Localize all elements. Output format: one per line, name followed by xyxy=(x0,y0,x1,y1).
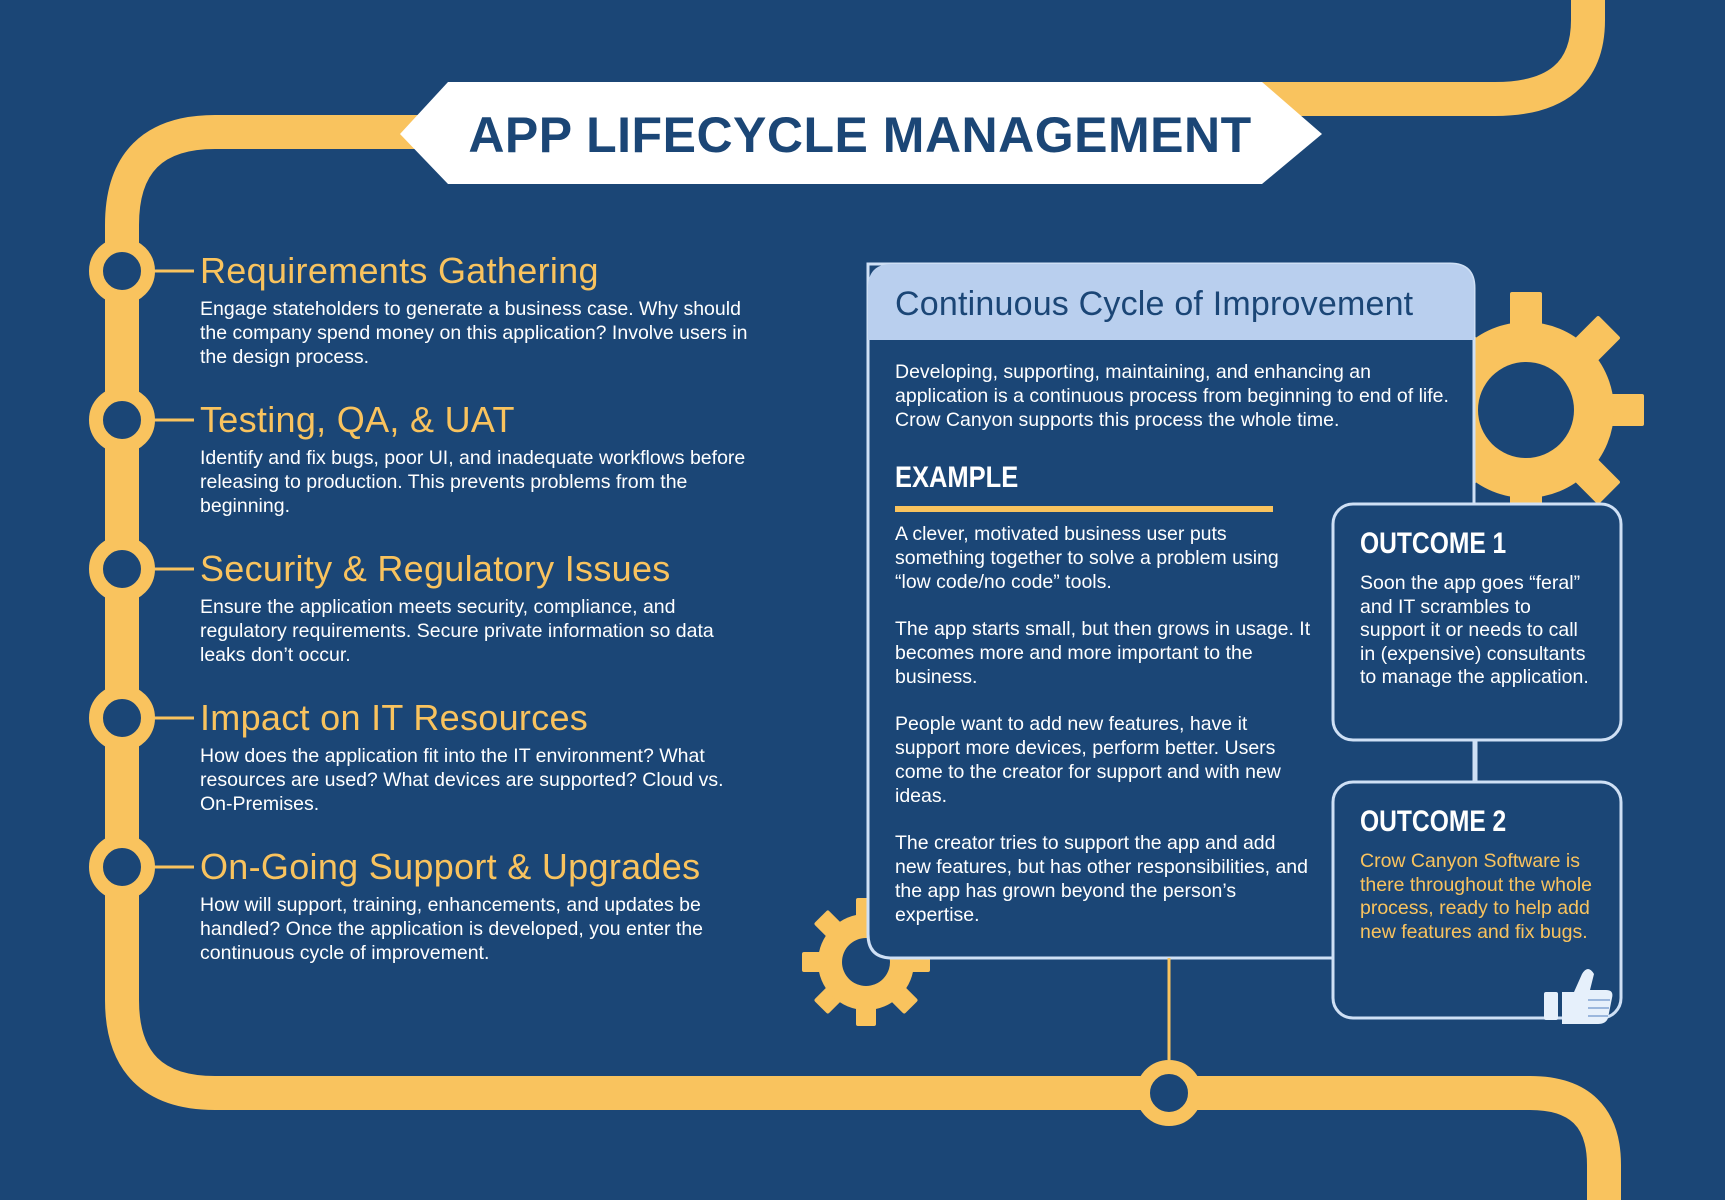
stage-node-1 xyxy=(89,238,155,304)
lifecycle-pipeline-top-right xyxy=(1240,0,1605,116)
stage-description: How will support, training, enhancements… xyxy=(200,894,704,964)
stage-description: Identify and fix bugs, poor UI, and inad… xyxy=(200,447,746,517)
lifecycle-pipeline xyxy=(105,115,1621,1200)
example-paragraph: The creator tries to support the app and… xyxy=(895,832,1308,926)
stage-heading: Requirements Gathering xyxy=(200,250,599,291)
cycle-panel-header xyxy=(868,264,1474,340)
stage-description: Engage stateholders to generate a busine… xyxy=(200,298,748,368)
stage-node-5 xyxy=(89,834,155,900)
cycle-panel-title: Continuous Cycle of Improvement xyxy=(895,285,1414,323)
outcome-2-label: OUTCOME 2 xyxy=(1360,805,1507,838)
stage-node-4 xyxy=(89,685,155,751)
outcome-2-text: Crow Canyon Software is there throughout… xyxy=(1360,850,1593,943)
stage-heading: Impact on IT Resources xyxy=(200,697,589,738)
stage-nodes xyxy=(89,238,155,900)
stage-description: Ensure the application meets security, c… xyxy=(200,596,714,666)
stage-node-3 xyxy=(89,536,155,602)
stage-heading: Security & Regulatory Issues xyxy=(200,548,671,589)
stage-ongoing-support: On-Going Support & Upgrades How will sup… xyxy=(200,845,760,965)
example-paragraph: A clever, motivated business user puts s… xyxy=(895,523,1279,593)
example-underline xyxy=(895,506,1273,512)
stage-description: How does the application fit into the IT… xyxy=(200,745,724,815)
stage-heading: On-Going Support & Upgrades xyxy=(200,846,701,887)
stage-impact-it-resources: Impact on IT Resources How does the appl… xyxy=(200,696,760,816)
page-title: APP LIFECYCLE MANAGEMENT xyxy=(468,107,1252,163)
stage-requirements-gathering: Requirements Gathering Engage stateholde… xyxy=(200,249,760,369)
stage-security-regulatory: Security & Regulatory Issues Ensure the … xyxy=(200,547,760,667)
cycle-panel xyxy=(866,262,1476,960)
stage-heading: Testing, QA, & UAT xyxy=(200,399,515,440)
stage-node-2 xyxy=(89,387,155,453)
stage-testing-qa-uat: Testing, QA, & UAT Identify and fix bugs… xyxy=(200,398,760,518)
example-paragraph: People want to add new features, have it… xyxy=(895,713,1281,807)
example-label: EXAMPLE xyxy=(895,461,1019,494)
bottom-node xyxy=(1136,1060,1202,1126)
stage-connectors xyxy=(150,269,194,869)
title-banner xyxy=(400,82,1322,184)
cycle-intro: Developing, supporting, maintaining, and… xyxy=(895,361,1449,431)
outcome-1-text: Soon the app goes “feral” and IT scrambl… xyxy=(1360,572,1589,688)
outcome-1-label: OUTCOME 1 xyxy=(1360,527,1507,560)
thumbs-up-icon xyxy=(1544,969,1613,1024)
outcome-box-2 xyxy=(1331,780,1623,1020)
example-paragraph: The app starts small, but then grows in … xyxy=(895,618,1311,688)
